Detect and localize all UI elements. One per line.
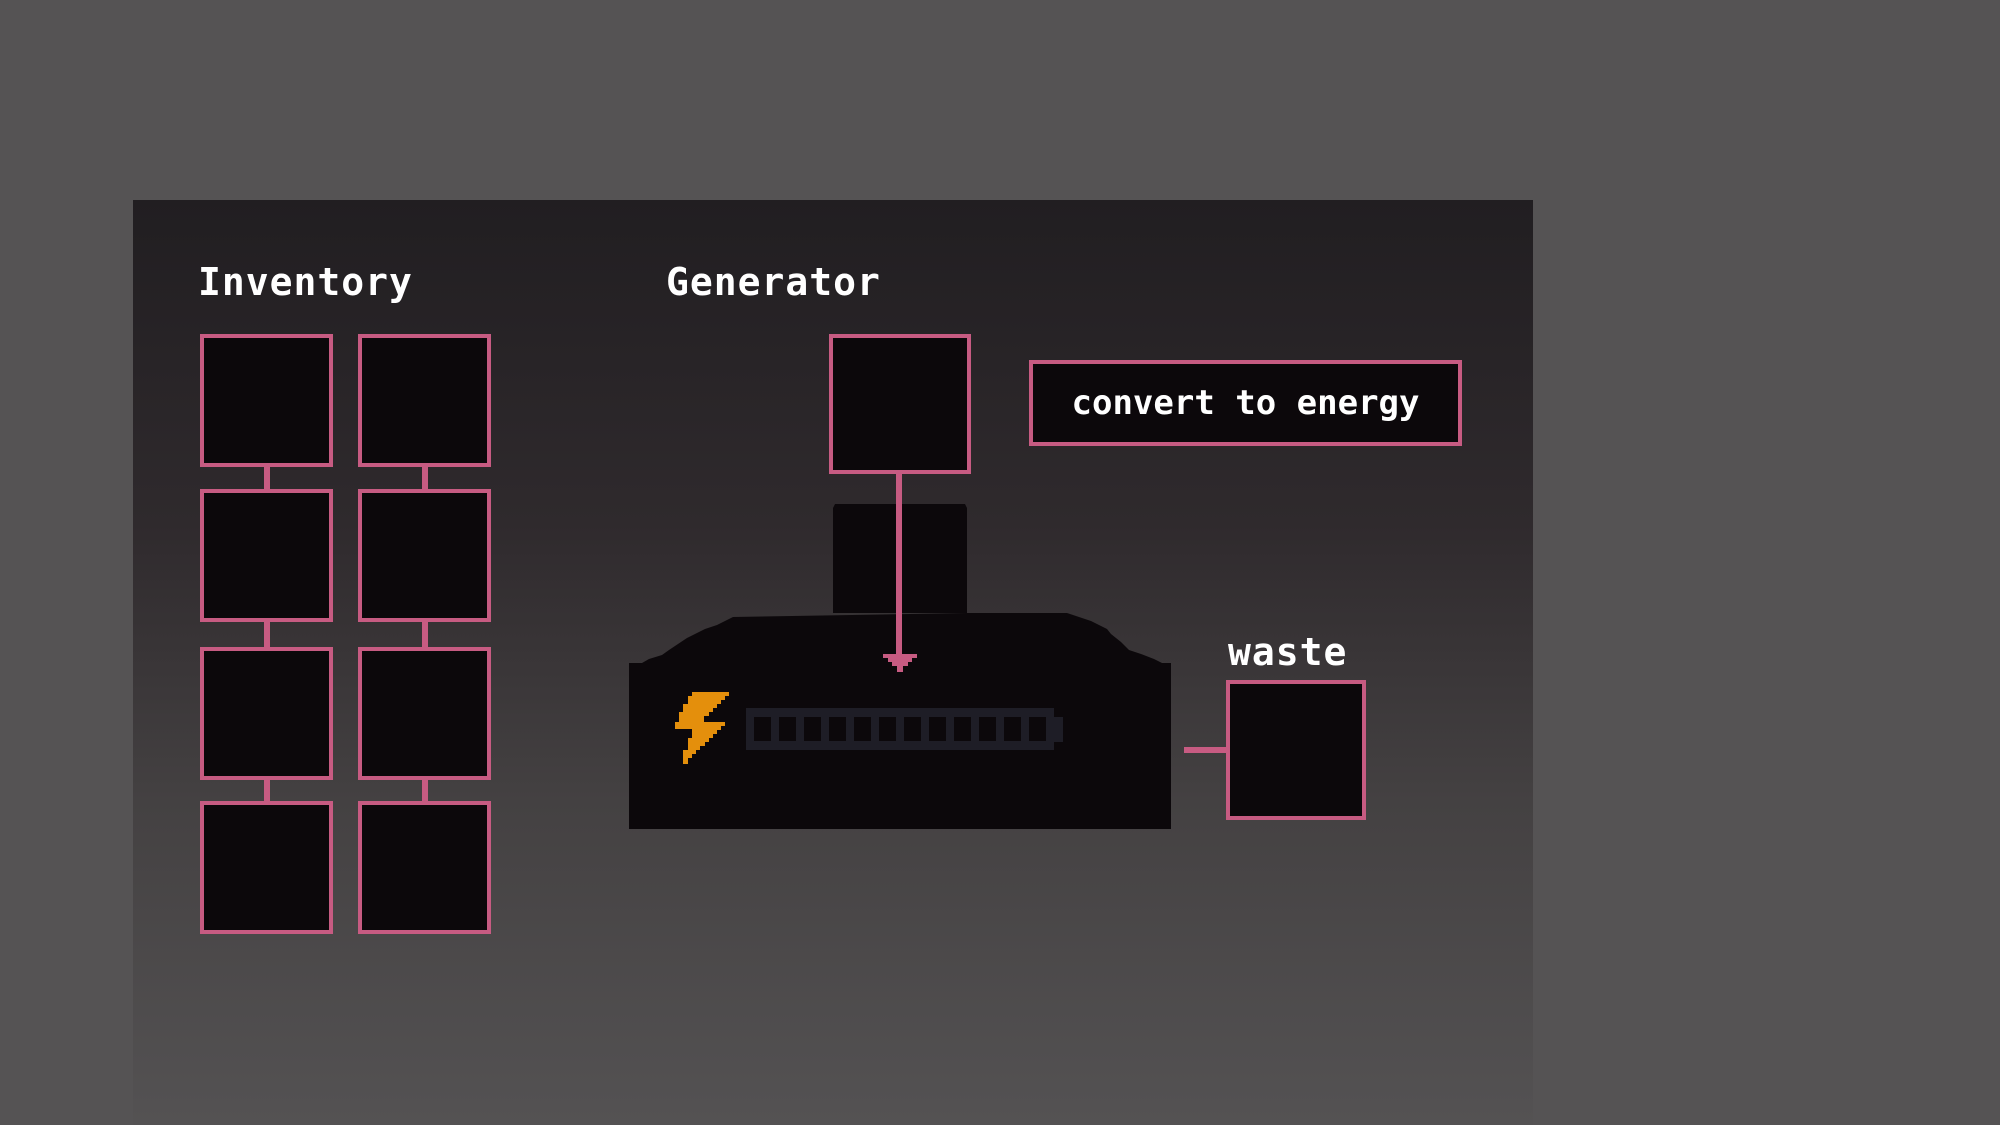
waste-slot[interactable] — [1226, 680, 1366, 820]
inventory-slot[interactable] — [358, 801, 491, 934]
energy-cell — [879, 717, 896, 741]
energy-cell — [929, 717, 946, 741]
inventory-slot[interactable] — [358, 647, 491, 780]
waste-title: waste — [1228, 630, 1348, 674]
energy-cell — [754, 717, 771, 741]
inventory-title: Inventory — [198, 260, 413, 304]
energy-cell — [954, 717, 971, 741]
energy-cell — [854, 717, 871, 741]
inventory-slot[interactable] — [200, 334, 333, 467]
energy-bar — [746, 708, 1054, 750]
generator-input-slot[interactable] — [829, 334, 971, 474]
energy-cell — [804, 717, 821, 741]
feed-arrow-line — [896, 470, 902, 656]
energy-cell — [979, 717, 996, 741]
energy-bar-tip — [1054, 717, 1063, 742]
convert-to-energy-button[interactable]: convert to energy — [1029, 360, 1462, 446]
energy-cell — [904, 717, 921, 741]
arrow-down-icon — [883, 654, 917, 672]
lightning-icon — [675, 692, 729, 764]
inventory-slot[interactable] — [358, 334, 491, 467]
inventory-slot[interactable] — [200, 801, 333, 934]
waste-connector — [1184, 747, 1228, 753]
energy-cell — [829, 717, 846, 741]
energy-cell — [1004, 717, 1021, 741]
inventory-slot[interactable] — [358, 489, 491, 622]
energy-cell — [1029, 717, 1046, 741]
generator-title: Generator — [666, 260, 881, 304]
inventory-slot[interactable] — [200, 647, 333, 780]
inventory-slot[interactable] — [200, 489, 333, 622]
energy-cell — [779, 717, 796, 741]
